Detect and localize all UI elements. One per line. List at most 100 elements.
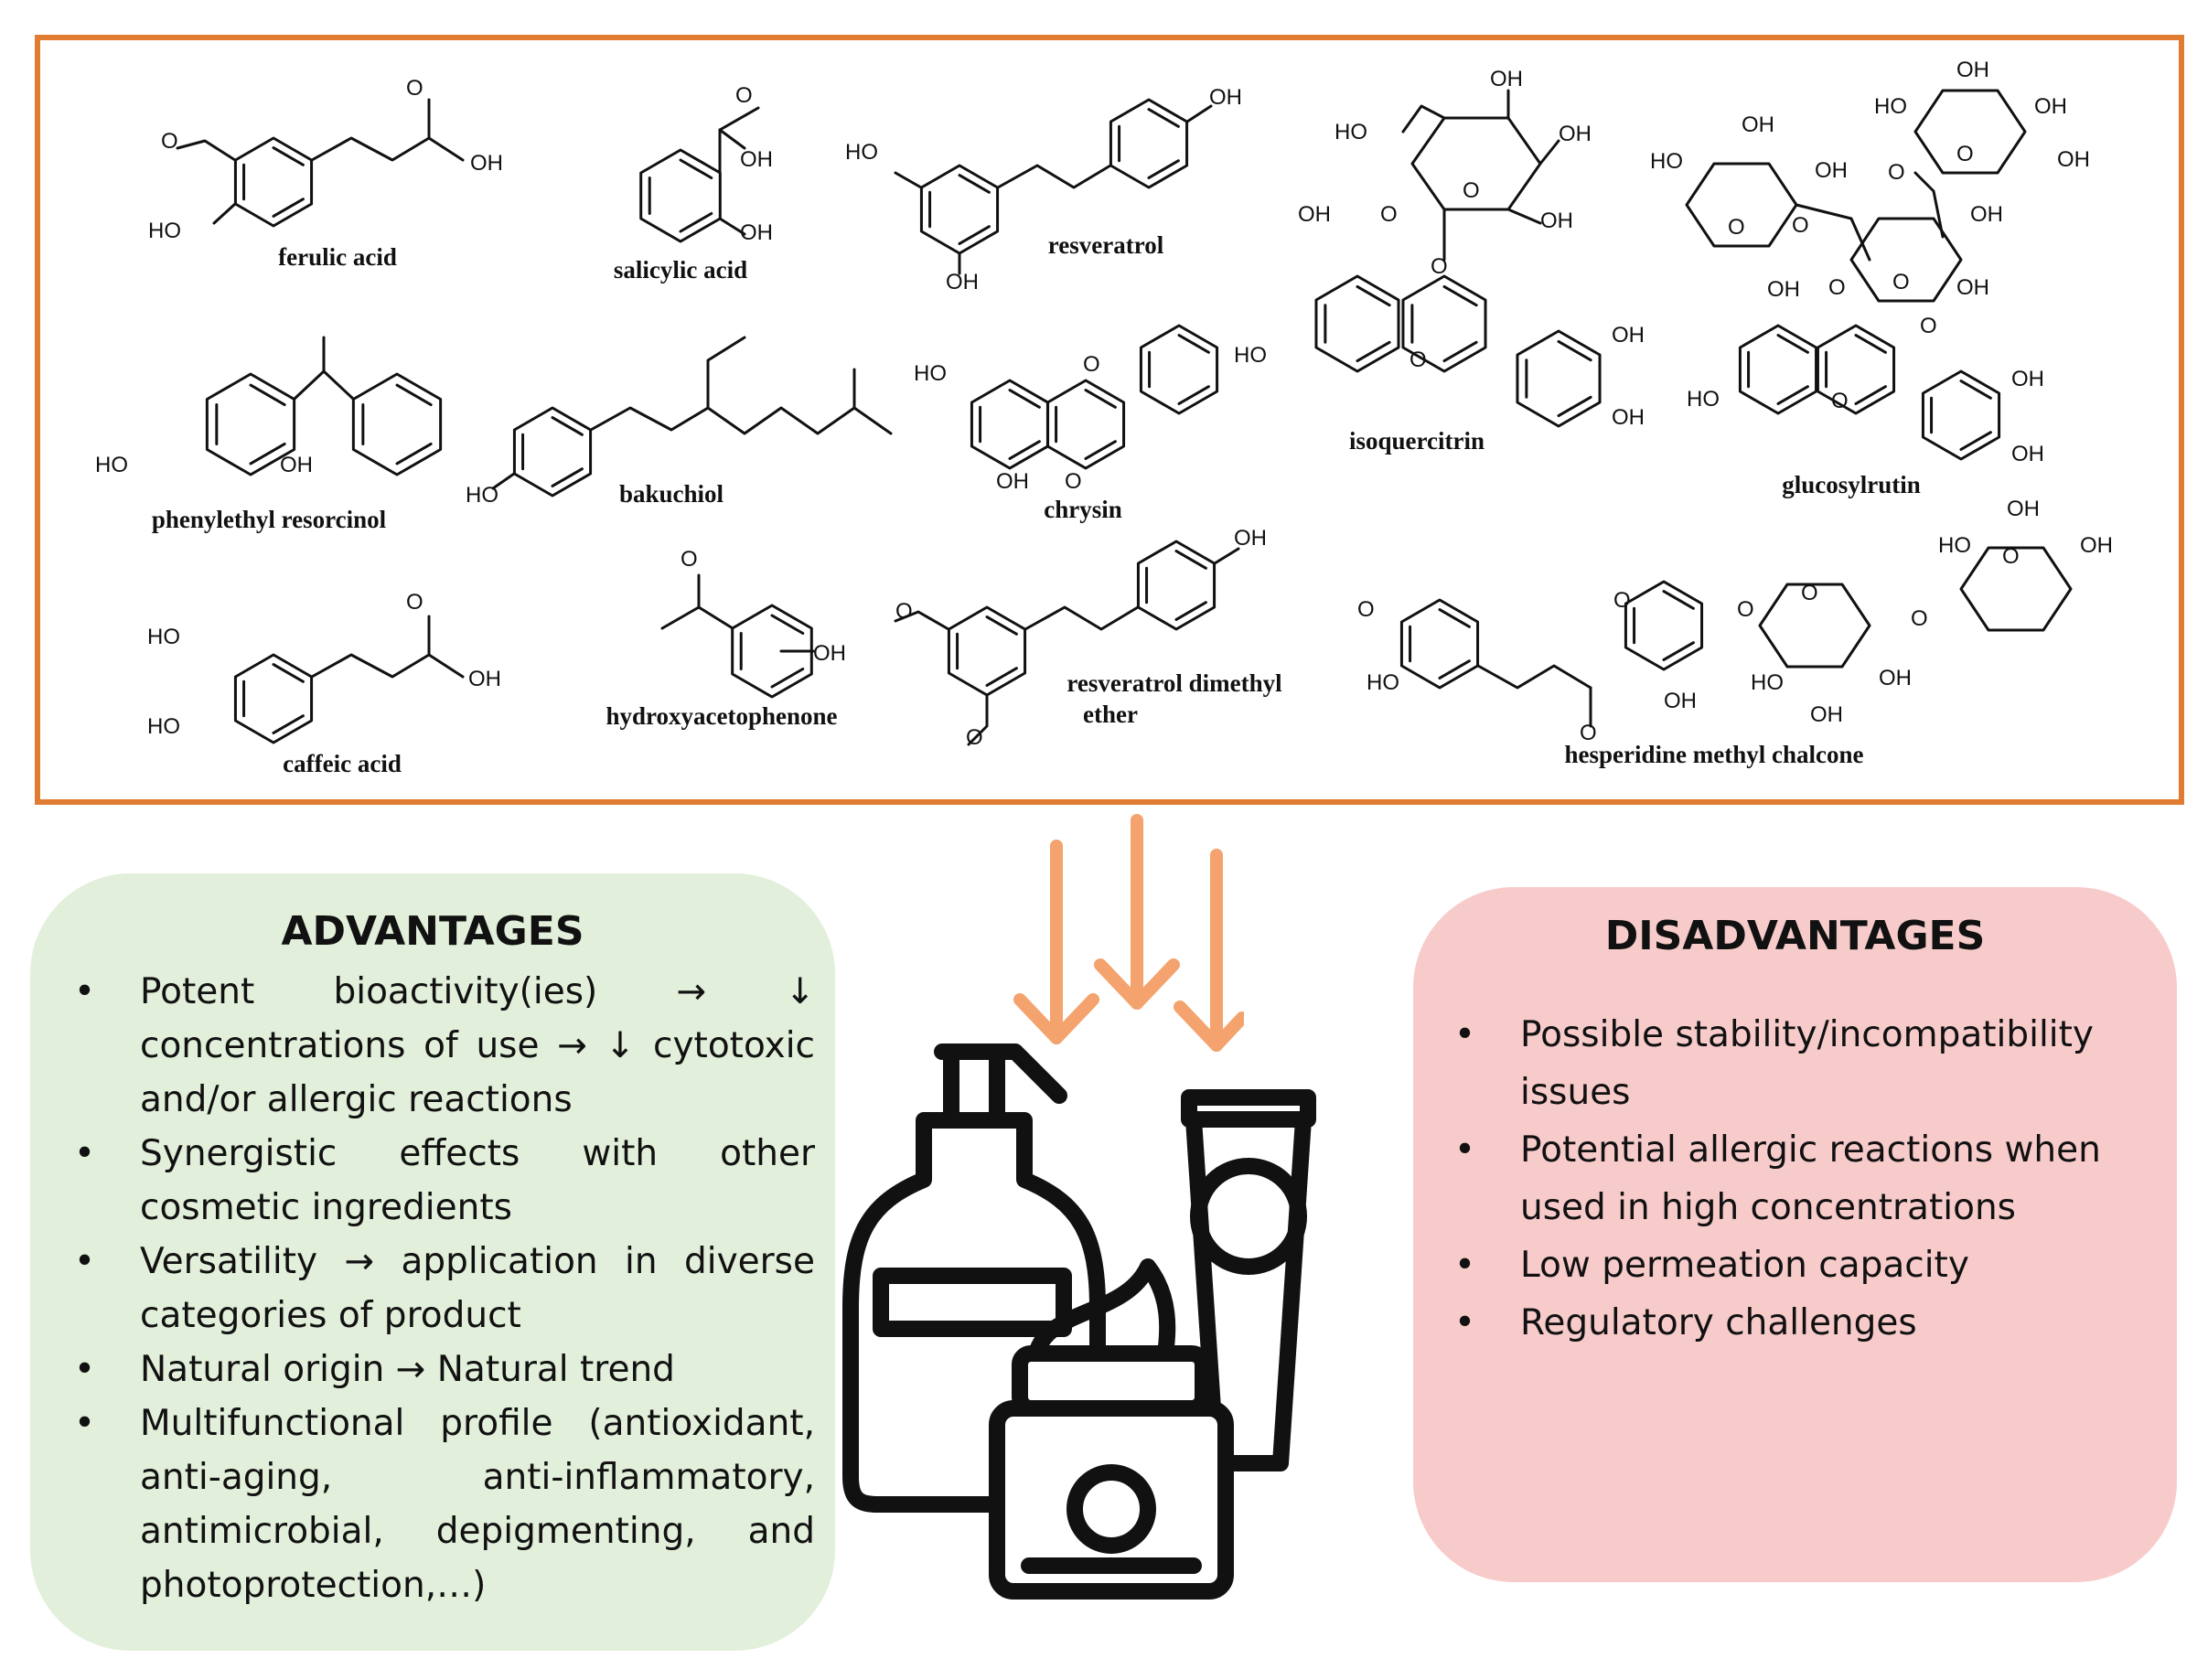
atom-label: OH	[1490, 67, 1523, 91]
atom-label: OH	[468, 667, 501, 691]
atom-label: OH	[1559, 122, 1592, 146]
atom-label: O	[966, 725, 983, 750]
molecule-label: phenylethyl resorcinol	[152, 506, 387, 533]
atom-label: OH	[470, 151, 503, 176]
arrow-down-icon	[1174, 849, 1244, 1052]
atom-label: O	[1083, 352, 1100, 377]
atom-label: HO	[148, 219, 181, 243]
atom-label: O	[1409, 348, 1427, 372]
atom-label: OH	[1612, 323, 1645, 348]
atom-label: HO	[1334, 120, 1367, 144]
bullet: •	[74, 1349, 96, 1390]
atom-label: OH	[1612, 405, 1645, 430]
atom-label: OH	[1879, 666, 1912, 690]
bullet: •	[74, 1133, 96, 1174]
molecule-label: ether	[1083, 701, 1138, 728]
atom-label: HO	[1938, 533, 1971, 558]
list-item: •Natural origin → Natural trend	[74, 1343, 815, 1396]
atom-label: O	[1380, 202, 1398, 227]
atom-label: O	[1463, 178, 1480, 203]
molecule-label: isoquercitrin	[1349, 427, 1485, 455]
disadvantages-title: DISADVANTAGES	[1604, 913, 1986, 959]
molecule-label: caffeic acid	[283, 750, 402, 777]
atom-label: O	[1920, 314, 1937, 338]
atom-label: OH	[280, 453, 313, 477]
bullet: •	[74, 971, 96, 1012]
atom-label: O	[735, 83, 753, 108]
molecule-label: hydroxyacetophenone	[606, 702, 837, 730]
atom-label: HO	[1751, 670, 1784, 695]
atom-label: HO	[1650, 149, 1683, 174]
advantages-title: ADVANTAGES	[281, 908, 584, 955]
atom-label: O	[1831, 389, 1849, 413]
bullet: •	[1454, 1245, 1476, 1286]
atom-label: O	[1892, 270, 1910, 294]
atom-label: OH	[813, 641, 846, 666]
atom-label: OH	[1298, 202, 1331, 227]
list-item: •Low permeation capacity	[1454, 1236, 2160, 1294]
atom-label: OH	[1742, 112, 1774, 137]
list-item: •Versatility → application in diverse ca…	[74, 1235, 815, 1343]
bullet: •	[1454, 1302, 1476, 1343]
atom-label: OH	[1815, 158, 1848, 183]
bullet: •	[1454, 1129, 1476, 1171]
molecule-label: resveratrol	[1048, 231, 1164, 259]
molecule-label: ferulic acid	[278, 243, 397, 271]
atom-label: O	[1888, 160, 1905, 185]
atom-label: HO	[466, 483, 498, 508]
atom-label: O	[161, 129, 178, 154]
arrow-down-icon	[1013, 840, 1099, 1044]
atom-label: O	[1911, 606, 1928, 631]
atom-label: HO	[1367, 670, 1399, 695]
atom-label: HO	[914, 361, 947, 386]
atom-label: OH	[1209, 85, 1242, 110]
atom-label: OH	[1956, 58, 1989, 82]
molecule-label: resveratrol dimethyl	[1066, 669, 1282, 697]
arrow-down-icon	[1094, 814, 1180, 1010]
atom-label: OH	[1767, 277, 1800, 302]
atom-label: OH	[946, 270, 979, 294]
atom-label: OH	[1664, 689, 1697, 713]
molecule-label: hesperidine methyl chalcone	[1565, 741, 1864, 768]
disadvantages-panel: DISADVANTAGES •Possible stability/incomp…	[1413, 887, 2177, 1582]
molecule-label: chrysin	[1044, 496, 1122, 523]
atom-label: O	[1613, 588, 1631, 613]
atom-label: HO	[147, 625, 180, 649]
atom-label: OH	[2007, 497, 2040, 521]
bakuchiol-structure: HO bakuchiol	[466, 336, 893, 508]
atom-label: HO	[845, 140, 878, 165]
list-item: •Possible stability/incompatibility issu…	[1454, 1006, 2160, 1121]
atom-label: OH	[1810, 702, 1843, 727]
molecule-label: glucosylrutin	[1782, 471, 1921, 498]
atom-label: O	[1580, 721, 1597, 745]
atom-label: HO	[1874, 94, 1907, 119]
advantages-list: •Potent bioactivity(ies) → ↓ concentrati…	[74, 965, 815, 1612]
atom-label: OH	[996, 469, 1029, 494]
atom-label: O	[895, 599, 913, 624]
cosmetic-products-illustration	[842, 1043, 1316, 1600]
atom-label: OH	[2080, 533, 2113, 558]
bullet: •	[74, 1241, 96, 1282]
resveratrol-structure: OH HO OH resveratrol	[845, 85, 1242, 294]
down-arrows	[1013, 814, 1244, 1052]
atom-label: OH	[740, 147, 773, 172]
atom-label: O	[1737, 597, 1754, 622]
atom-label: O	[406, 590, 423, 615]
tube-icon	[1181, 1089, 1316, 1471]
list-item: •Multifunctional profile (antioxidant, a…	[74, 1396, 815, 1612]
atom-label: OH	[1956, 275, 1989, 300]
atom-label: OH	[1234, 526, 1267, 551]
disadvantages-list: •Possible stability/incompatibility issu…	[1454, 1006, 2160, 1352]
molecule-label: bakuchiol	[619, 480, 724, 508]
atom-label: O	[1801, 581, 1818, 605]
list-item: •Potent bioactivity(ies) → ↓ concentrati…	[74, 965, 815, 1127]
